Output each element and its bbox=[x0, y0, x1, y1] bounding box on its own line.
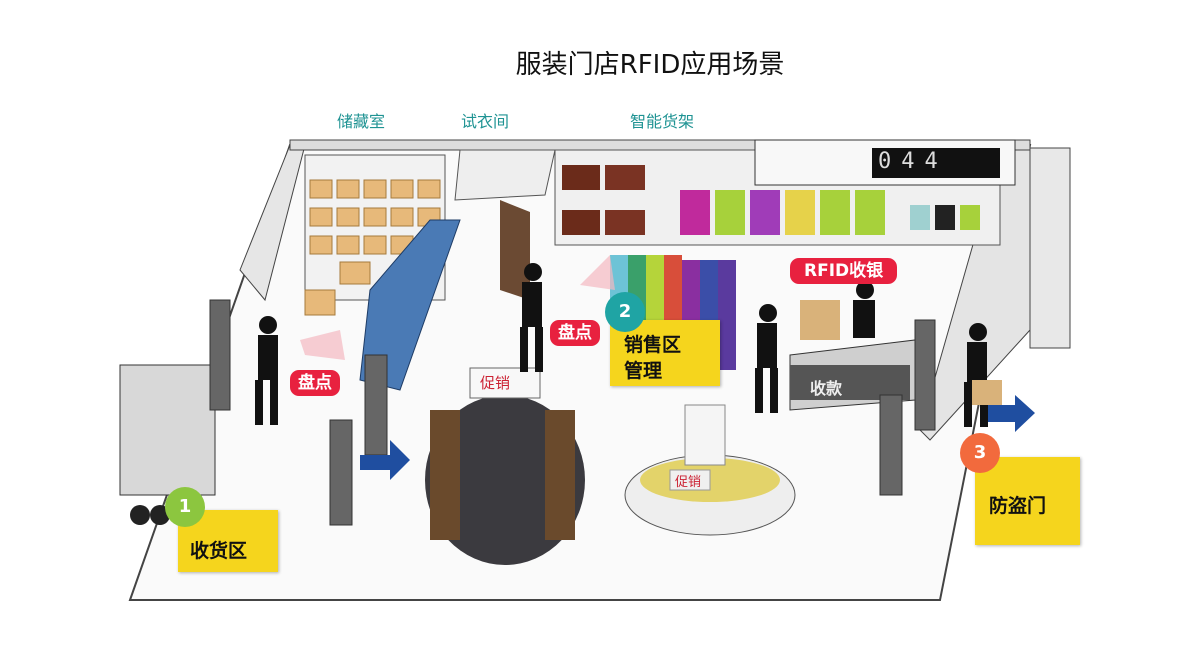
counter-display-text: 044 bbox=[878, 149, 948, 174]
truck bbox=[119, 364, 216, 496]
security-gate bbox=[209, 299, 231, 411]
exit-arrow bbox=[985, 395, 1035, 432]
zone-number-1: 1 bbox=[165, 487, 205, 527]
zone-label: 防盗门 bbox=[989, 495, 1047, 517]
area-label-smart-shelf: 智能货架 bbox=[630, 112, 695, 131]
parcel bbox=[800, 300, 840, 340]
mannequin bbox=[684, 404, 726, 466]
zone-number-3: 3 bbox=[960, 433, 1000, 473]
promo-sign-board bbox=[469, 367, 541, 399]
inventory-badge: 盘点 bbox=[290, 370, 340, 396]
shelf-items bbox=[562, 165, 980, 235]
rfid-checkout-badge: RFID收银 bbox=[790, 258, 898, 284]
zone-label-line2: 管理 bbox=[624, 360, 663, 382]
cashier-sign: 收款 bbox=[810, 379, 843, 398]
truck-wheel bbox=[130, 505, 150, 525]
rfid-beam bbox=[580, 255, 615, 290]
zone-label-line1: 销售区 bbox=[624, 334, 682, 356]
zone-label: 收货区 bbox=[190, 540, 248, 562]
rfid-beam bbox=[300, 330, 345, 360]
carried-box bbox=[972, 380, 1002, 405]
page-title: 服装门店RFID应用场景 bbox=[515, 50, 785, 80]
fitting-room-door bbox=[500, 200, 530, 300]
zone-anti-theft-gate: 防盗门 bbox=[975, 457, 1080, 545]
area-label-storage: 储藏室 bbox=[337, 112, 386, 131]
counter-display bbox=[872, 148, 1000, 178]
promo-sign: 促销 bbox=[480, 374, 511, 392]
exit-arrow bbox=[360, 440, 410, 480]
inventory-badge: 盘点 bbox=[550, 320, 600, 346]
clothing-rack-left bbox=[359, 219, 461, 391]
people bbox=[255, 263, 988, 427]
right-panel bbox=[1029, 147, 1071, 349]
area-label-fitting-room: 试衣间 bbox=[461, 112, 510, 131]
promo-sign: 促销 bbox=[675, 475, 702, 490]
zone-number-2: 2 bbox=[605, 292, 645, 332]
fitting-room bbox=[454, 149, 556, 201]
